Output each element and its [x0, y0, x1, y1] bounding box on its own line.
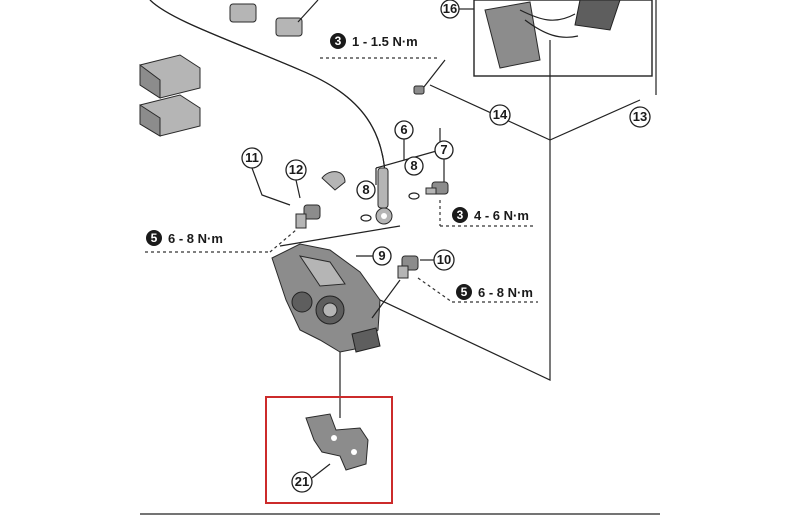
mount-bolt-left: [295, 204, 321, 229]
callout-8-left: 8: [362, 182, 369, 197]
callout-8-right: 8: [410, 158, 417, 173]
torque-value-4: 6 - 8 N·m: [478, 285, 533, 300]
leader-14: [429, 84, 641, 141]
torque-value-1: 1 - 1.5 N·m: [352, 34, 418, 49]
adapter-clip: [321, 171, 346, 191]
hose-clip-top: [229, 0, 319, 37]
callout-21: 21: [295, 474, 309, 489]
mount-adapter: [305, 413, 369, 471]
bleed-block-parts: [139, 54, 201, 137]
torque-badge-4: 5: [461, 285, 468, 299]
banjo-fitting: [375, 167, 393, 225]
torque-badge-3: 5: [151, 231, 158, 245]
callout-7: 7: [440, 142, 447, 157]
banjo-bolt: [425, 181, 449, 195]
pad-pin-bolt: [320, 57, 446, 95]
callout-10: 10: [437, 252, 451, 267]
callout-9: 9: [378, 248, 385, 263]
callout-14: 14: [493, 107, 508, 122]
callout-11: 11: [245, 150, 259, 165]
caliper-body: [271, 243, 381, 353]
callout-13: 13: [633, 109, 647, 124]
highlight-box: [265, 396, 393, 504]
torque-badge-1: 3: [335, 34, 342, 48]
mount-bolt-right: [397, 255, 419, 279]
torque-value-2: 4 - 6 N·m: [474, 208, 529, 223]
callout-16: 16: [443, 1, 457, 16]
pad-inset: [440, 0, 653, 77]
torque-value-3: 6 - 8 N·m: [168, 231, 223, 246]
torque-badge-2: 3: [457, 208, 464, 222]
callout-6: 6: [400, 122, 407, 137]
callout-12: 12: [289, 162, 303, 177]
